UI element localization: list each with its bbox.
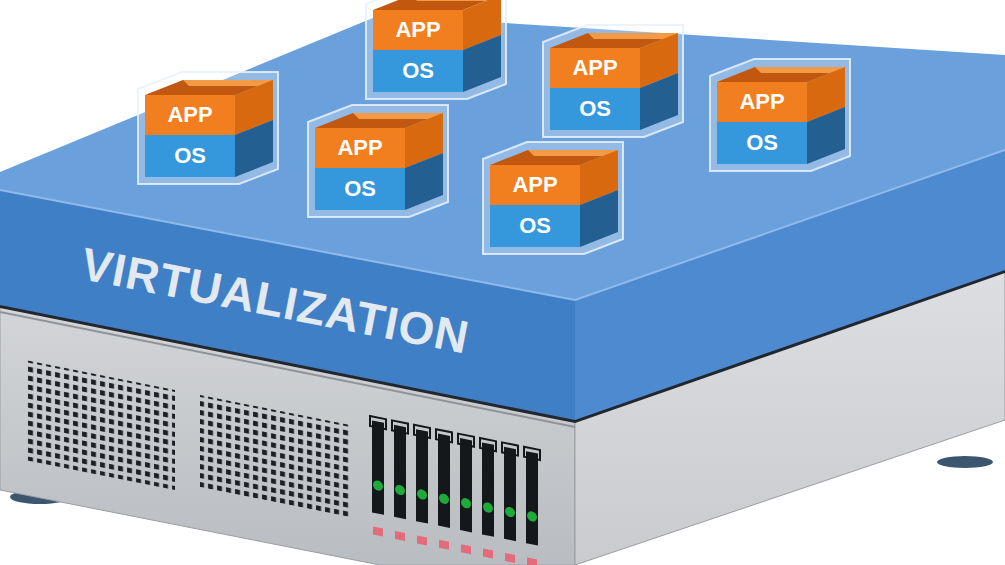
os-layer-side	[463, 35, 501, 92]
drive-led	[527, 510, 537, 522]
drive-slot	[372, 420, 384, 514]
drive-handle	[392, 420, 408, 433]
os-layer	[373, 50, 463, 92]
os-label: OS	[145, 135, 235, 177]
drive-slot	[438, 434, 450, 528]
drive-indicator	[505, 553, 515, 563]
app-layer	[490, 165, 580, 205]
app-layer	[550, 48, 640, 88]
virtual-machine: APPOS	[480, 140, 625, 255]
os-label: OS	[490, 205, 580, 247]
drive-led	[505, 506, 515, 518]
drive-led	[395, 484, 405, 496]
app-layer	[145, 95, 235, 135]
vm-cube-shape	[540, 23, 685, 138]
vm-cube-shape	[305, 103, 450, 218]
drive-slot	[482, 442, 494, 536]
vm-cube-shape	[363, 0, 508, 100]
os-layer-side	[640, 73, 678, 130]
os-label: OS	[717, 122, 807, 164]
drive-led	[417, 488, 427, 500]
drive-handle	[370, 416, 386, 429]
app-label: APP	[550, 48, 640, 88]
os-label: OS	[315, 168, 405, 210]
os-layer	[550, 88, 640, 130]
cube-inner-wall	[528, 150, 618, 156]
drive-slot	[416, 429, 428, 523]
virtual-machine: APPOS	[135, 70, 280, 185]
glass-frame	[138, 72, 278, 184]
drive-indicator	[461, 544, 471, 554]
app-label: APP	[315, 128, 405, 168]
drive-handle	[524, 447, 540, 460]
app-label: APP	[373, 10, 463, 50]
drive-slot	[526, 451, 538, 545]
drive-handle	[480, 438, 496, 451]
drive-handle	[458, 434, 474, 447]
drive-indicator	[483, 549, 493, 559]
drive-bays	[370, 416, 540, 565]
server-foot	[937, 456, 993, 468]
drive-indicator	[417, 535, 427, 545]
glass-frame	[366, 0, 506, 99]
drive-led	[461, 497, 471, 509]
app-label: APP	[490, 165, 580, 205]
glass-frame	[308, 105, 448, 217]
app-layer	[717, 82, 807, 122]
os-layer-side	[405, 153, 443, 210]
os-layer	[315, 168, 405, 210]
os-label: OS	[373, 50, 463, 92]
virtual-machine: APPOS	[540, 23, 685, 138]
drive-handle	[414, 425, 430, 438]
glass-frame	[483, 142, 623, 254]
virtual-machine: APPOS	[707, 57, 852, 172]
vm-cube-shape	[135, 70, 280, 185]
os-label: OS	[550, 88, 640, 130]
drive-indicator	[373, 527, 383, 537]
os-layer-side	[807, 107, 845, 164]
virtual-machine: APPOS	[305, 103, 450, 218]
os-layer	[145, 135, 235, 177]
cube-inner-wall	[183, 80, 273, 86]
cube-inner-wall	[353, 113, 443, 119]
cube-inner-wall	[755, 67, 845, 73]
drive-handle	[436, 429, 452, 442]
glass-frame	[543, 25, 683, 137]
drive-slot	[460, 438, 472, 532]
drive-indicator	[395, 531, 405, 541]
vent-grille	[25, 360, 175, 490]
virtualization-layer: VIRTUALIZATIONAPPOSAPPOSAPPOSAPPOSAPPOSA…	[0, 0, 1005, 430]
drive-slot	[504, 447, 516, 541]
app-label: APP	[145, 95, 235, 135]
drive-indicator	[439, 540, 449, 550]
os-layer-side	[580, 190, 618, 247]
app-layer	[315, 128, 405, 168]
drive-led	[373, 480, 383, 492]
app-label: APP	[717, 82, 807, 122]
slab-side	[575, 150, 1005, 420]
drive-indicator	[527, 557, 537, 565]
cube-inner-wall	[588, 33, 678, 39]
drive-led	[483, 502, 493, 514]
vm-cube-shape	[707, 57, 852, 172]
vent-grille	[200, 395, 350, 517]
virtual-machine: APPOS	[363, 0, 508, 100]
os-layer-side	[235, 120, 273, 177]
os-layer	[717, 122, 807, 164]
os-layer	[490, 205, 580, 247]
app-layer	[373, 10, 463, 50]
vm-cube-shape	[480, 140, 625, 255]
drive-led	[439, 493, 449, 505]
drive-slot	[394, 425, 406, 519]
glass-frame	[710, 59, 850, 171]
drive-handle	[502, 442, 518, 455]
